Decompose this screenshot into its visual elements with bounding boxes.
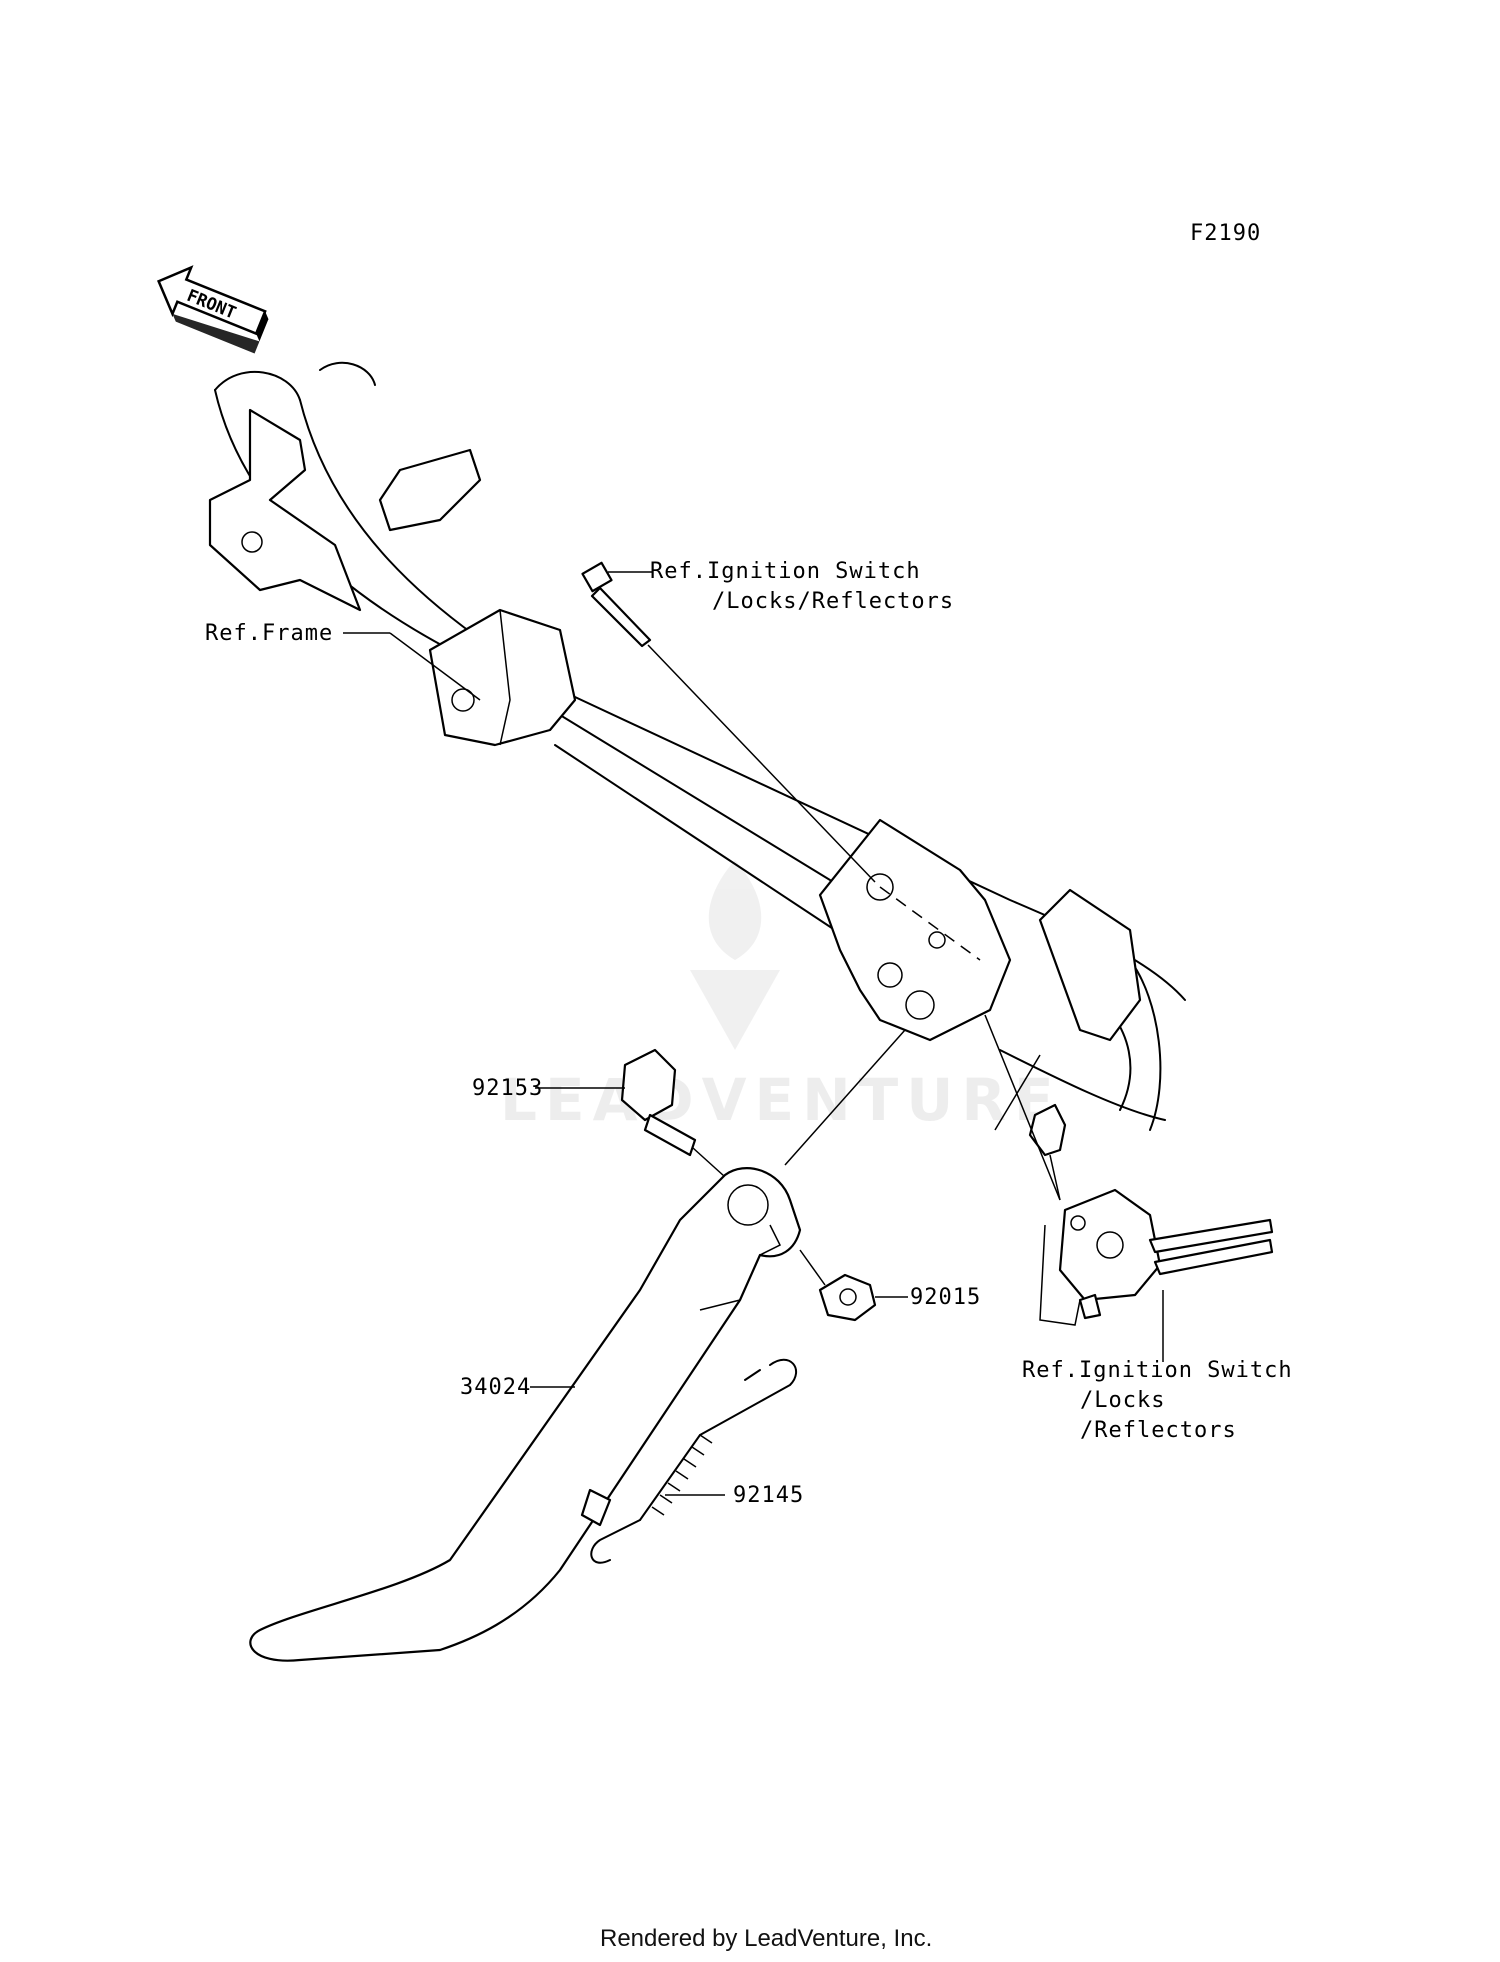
ignition-switch-assembly [984,1014,1274,1326]
label-part-92153: 92153 [472,1076,543,1101]
diagram-code: F2190 [1190,221,1261,246]
nut-92015 [799,1249,877,1322]
watermark-text: LEADVENTURE [500,1066,1062,1134]
watermark-logo: LEADVENTURE [500,860,1062,1134]
frame-upper-bracket [208,408,482,612]
spring-92145 [590,1358,797,1564]
front-arrow-icon: FRONT [157,265,269,354]
label-ref-ignition-top-line2: /Locks/Reflectors [712,589,954,614]
footer-credit: Rendered by LeadVenture, Inc. [600,1925,932,1952]
label-part-34024: 34024 [460,1375,531,1400]
side-stand [249,1167,802,1662]
frame-tube [214,361,1186,1131]
bolt-92153 [620,1048,746,1196]
label-ref-ignition-bottom-line2: /Locks [1080,1388,1165,1413]
label-ref-ignition-bottom-line1: Ref.Ignition Switch [1022,1358,1293,1383]
frame-middle-block [428,608,577,747]
label-part-92145: 92145 [733,1483,804,1508]
stand-mount-bracket [818,818,1142,1042]
leader-lines [343,571,1164,1496]
label-part-92015: 92015 [910,1285,981,1310]
label-ref-ignition-bottom-line3: /Reflectors [1080,1418,1237,1443]
label-ref-frame: Ref.Frame [205,621,333,646]
label-ref-ignition-top-line1: Ref.Ignition Switch [650,559,921,584]
bolt-top [581,561,981,961]
